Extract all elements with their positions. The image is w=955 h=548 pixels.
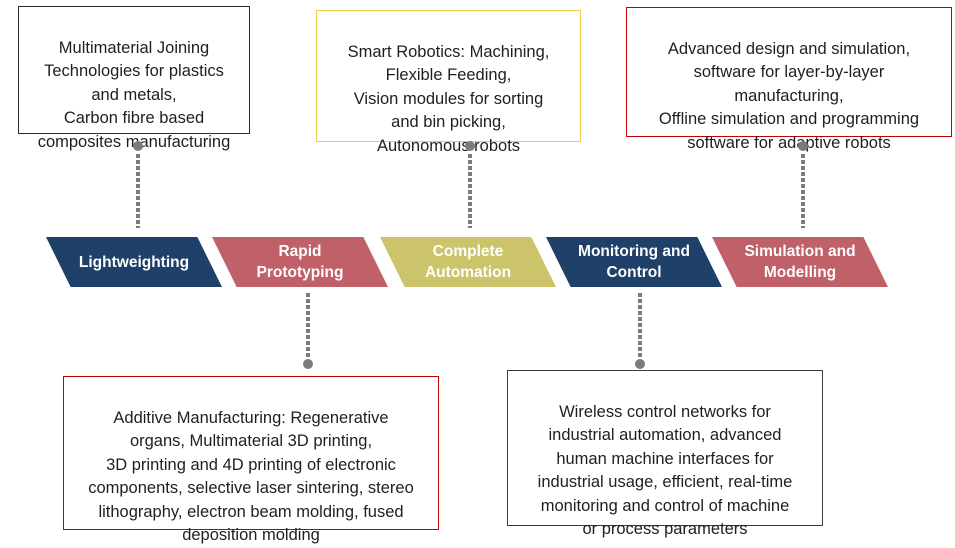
step-monitoring-control: Monitoring and Control xyxy=(546,237,722,287)
lightweighting-details-box: Multimaterial Joining Technologies for p… xyxy=(18,6,250,151)
step-lightweighting-label: Lightweighting xyxy=(78,253,190,271)
connector-dot xyxy=(465,141,475,151)
simulation-details-text: Advanced design and simulation, software… xyxy=(658,39,920,152)
step-rapid-prototyping-label: Rapid Prototyping xyxy=(256,243,344,281)
connector-line xyxy=(638,293,642,357)
prototyping-details-box: Additive Manufacturing: Regenerative org… xyxy=(63,376,439,544)
connector-line xyxy=(306,293,310,357)
step-monitoring-control-label: Monitoring and Control xyxy=(578,243,690,281)
step-simulation-modelling: Simulation and Modelling xyxy=(712,237,888,287)
step-complete-automation-label: Complete Automation xyxy=(424,243,512,281)
connector-dot xyxy=(303,359,313,369)
step-lightweighting: Lightweighting xyxy=(46,237,222,287)
step-rapid-prototyping: Rapid Prototyping xyxy=(212,237,388,287)
lightweighting-details-text: Multimaterial Joining Technologies for p… xyxy=(37,38,231,151)
connector-dot xyxy=(635,359,645,369)
prototyping-details-text: Additive Manufacturing: Regenerative org… xyxy=(88,408,414,545)
connector-dot xyxy=(798,141,808,151)
connector-line xyxy=(801,154,805,228)
simulation-details-box: Advanced design and simulation, software… xyxy=(626,7,952,152)
monitoring-details-box: Wireless control networks for industrial… xyxy=(507,370,823,538)
step-complete-automation: Complete Automation xyxy=(380,237,556,287)
connector-dot xyxy=(133,141,143,151)
connector-line xyxy=(136,154,140,228)
step-simulation-modelling-label: Simulation and Modelling xyxy=(744,243,856,281)
connector-line xyxy=(468,154,472,228)
automation-details-text: Smart Robotics: Machining, Flexible Feed… xyxy=(347,42,550,155)
automation-details-box: Smart Robotics: Machining, Flexible Feed… xyxy=(316,10,581,155)
monitoring-details-text: Wireless control networks for industrial… xyxy=(537,402,793,539)
